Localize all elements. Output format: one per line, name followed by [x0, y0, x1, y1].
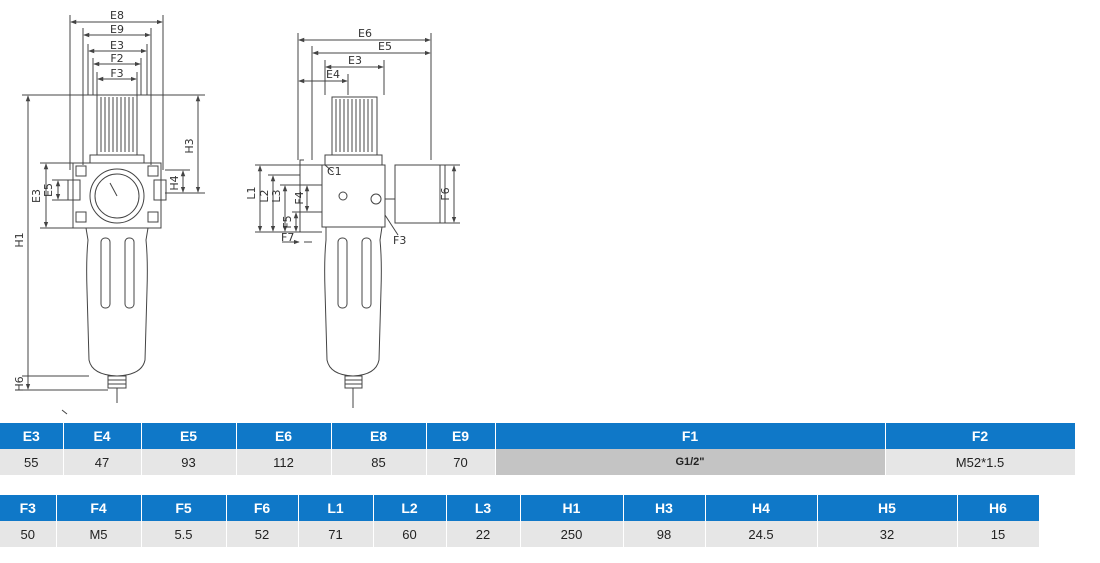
table-row: 50 M5 5.5 52 71 60 22 250 98 24.5 32 15	[0, 521, 1040, 547]
header-cell: E4	[63, 423, 142, 449]
header-cell: H4	[705, 495, 818, 521]
dim-label: E3	[348, 54, 362, 67]
header-cell: L3	[446, 495, 521, 521]
header-cell: L2	[373, 495, 447, 521]
value-cell: 98	[623, 521, 706, 547]
header-cell: F2	[885, 423, 1076, 449]
value-cell: 5.5	[141, 521, 227, 547]
header-cell: H6	[957, 495, 1040, 521]
front-view	[22, 15, 205, 415]
dim-label: C1	[327, 165, 342, 178]
dim-label: E3	[110, 39, 124, 52]
value-cell: 60	[373, 521, 447, 547]
dim-label: H6	[13, 376, 26, 391]
dim-label: F7	[281, 231, 294, 244]
header-cell: F3	[0, 495, 57, 521]
table-row: 55 47 93 112 85 70 G1/2" M52*1.5	[0, 449, 1076, 475]
table-header-row: E3 E4 E5 E6 E8 E9 F1 F2	[0, 423, 1076, 449]
dim-label: E5	[378, 40, 392, 53]
value-cell: 52	[226, 521, 299, 547]
value-cell: 55	[0, 449, 64, 475]
value-cell: 85	[331, 449, 427, 475]
header-cell: H3	[623, 495, 706, 521]
dim-label: F4	[293, 191, 306, 204]
header-cell: F6	[226, 495, 299, 521]
header-cell: F1	[495, 423, 886, 449]
header-cell: L1	[298, 495, 374, 521]
header-cell: H1	[520, 495, 624, 521]
dim-label: E3	[30, 189, 43, 203]
header-cell: E6	[236, 423, 332, 449]
value-cell: 32	[817, 521, 958, 547]
value-cell: M52*1.5	[885, 449, 1076, 475]
dim-label: H1	[13, 232, 26, 247]
header-cell: E8	[331, 423, 427, 449]
value-cell: 71	[298, 521, 374, 547]
value-cell: 250	[520, 521, 624, 547]
dim-label: E5	[42, 183, 55, 197]
table-header-row: F3 F4 F5 F6 L1 L2 L3 H1 H3 H4 H5 H6	[0, 495, 1040, 521]
dim-label: L2	[258, 189, 271, 202]
dim-label: F3	[110, 67, 123, 80]
dim-label: E6	[358, 27, 372, 40]
side-view-labels: E6 E5 E3 E4 C1 L1 L2 L3 F4 F5 F7 F3 F6	[245, 27, 452, 247]
dim-label: L1	[245, 186, 258, 199]
dim-label: E4	[326, 68, 340, 81]
front-view-labels: E8 E9 E3 F2 F3 H3 H4 E3 E5 H1 H6	[13, 9, 196, 392]
spec-table-1: E3 E4 E5 E6 E8 E9 F1 F2 55 47 93 112 85 …	[0, 423, 1076, 475]
value-cell-highlighted: G1/2"	[495, 449, 886, 475]
side-view	[255, 33, 460, 408]
dim-label: F6	[439, 187, 452, 200]
dim-label: E9	[110, 23, 124, 36]
value-cell: 22	[446, 521, 521, 547]
value-cell: 24.5	[705, 521, 818, 547]
value-cell: M5	[56, 521, 142, 547]
header-cell: F5	[141, 495, 227, 521]
header-cell: F4	[56, 495, 142, 521]
value-cell: 70	[426, 449, 496, 475]
value-cell: 47	[63, 449, 142, 475]
value-cell: 93	[141, 449, 237, 475]
header-cell: E5	[141, 423, 237, 449]
dim-label: F3	[393, 234, 406, 247]
dim-label: H3	[183, 138, 196, 153]
value-cell: 15	[957, 521, 1040, 547]
spec-table-2: F3 F4 F5 F6 L1 L2 L3 H1 H3 H4 H5 H6 50 M…	[0, 495, 1040, 547]
dim-label: E8	[110, 9, 124, 22]
technical-drawing: E8 E9 E3 F2 F3 H3 H4 E3 E5 H1 H6	[13, 9, 460, 415]
header-cell: H5	[817, 495, 958, 521]
value-cell: 50	[0, 521, 57, 547]
dim-label: H4	[168, 175, 181, 190]
header-cell: E9	[426, 423, 496, 449]
dim-label: F2	[110, 52, 123, 65]
header-cell: E3	[0, 423, 64, 449]
dim-label: F5	[281, 215, 294, 228]
dim-label: L3	[270, 189, 283, 202]
value-cell: 112	[236, 449, 332, 475]
